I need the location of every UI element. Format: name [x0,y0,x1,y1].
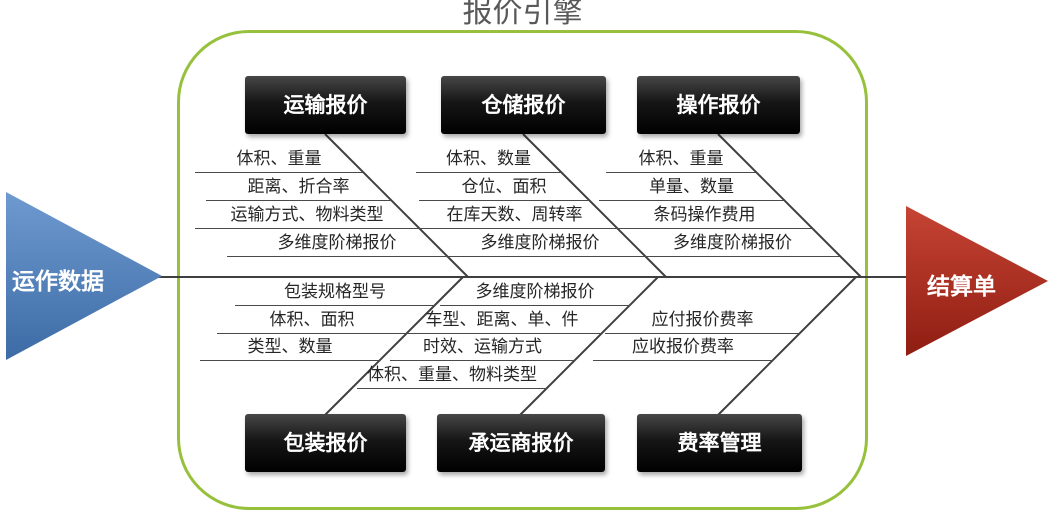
rib-item: 应收报价费率 [593,336,773,361]
diagonal-warehouse-line [522,133,667,278]
rib-item: 运输方式、物料类型 [195,204,419,229]
rib-item: 单量、数量 [599,176,784,201]
rib-item: 多维度阶梯报价 [227,232,447,257]
rib-item: 多维度阶梯报价 [440,281,630,306]
output-arrow [906,206,1048,356]
rib-item: 仓位、面积 [419,176,589,201]
rib-item: 体积、重量 [606,148,756,173]
rib-item: 多维度阶梯报价 [625,232,840,257]
rib-item: 类型、数量 [200,336,380,361]
rib-item: 时效、运输方式 [390,336,575,361]
rib-item: 包装规格型号 [235,281,435,306]
diagonal-rate-line [717,276,857,416]
branch-box-transport: 运输报价 [245,76,406,134]
rib-item: 多维度阶梯报价 [435,232,645,257]
diagonal-packaging-line [324,276,464,416]
rib-item: 车型、距离、单、件 [402,309,602,334]
diagram-frame [177,30,868,510]
branch-box-operation: 操作报价 [637,76,800,134]
diagonal-carrier-line [519,276,659,416]
diagonal-transport-line [324,133,469,278]
rib-item: 体积、面积 [217,309,407,334]
diagram-title: 报价引擎 [462,0,583,30]
rib-item: 体积、重量、物料类型 [357,364,547,389]
rib-item: 在库天数、周转率 [412,204,617,229]
input-arrow [6,192,162,360]
branch-box-packaging: 包装报价 [245,414,406,472]
rib-item: 体积、重量 [195,148,363,173]
rib-item: 距离、折合率 [206,176,391,201]
branch-box-warehouse: 仓储报价 [441,76,606,134]
branch-box-carrier: 承运商报价 [437,414,605,472]
output-arrow-label: 结算单 [927,274,996,300]
diagonal-operation-line [717,133,862,278]
rib-item: 应付报价费率 [605,309,800,334]
branch-box-rate: 费率管理 [637,414,802,472]
rib-item: 体积、数量 [416,148,561,173]
input-arrow-label: 运作数据 [12,269,104,295]
rib-item: 条码操作费用 [597,204,812,229]
